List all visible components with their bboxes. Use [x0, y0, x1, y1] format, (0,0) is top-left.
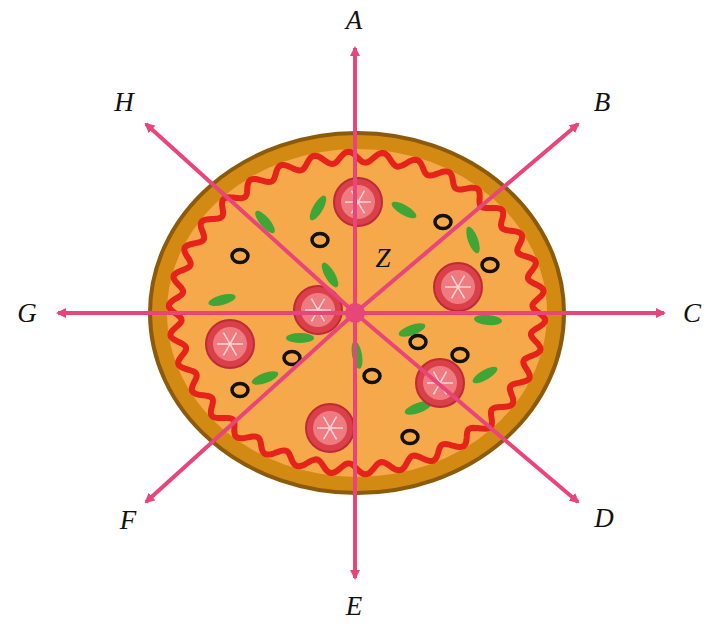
- direction-label: H: [114, 89, 134, 116]
- tomato-seed-line: [445, 286, 458, 288]
- center-label: Z: [375, 245, 390, 272]
- tomato-seed-line: [452, 287, 459, 298]
- basil-leaf: [207, 292, 237, 309]
- pointer-ray: [146, 313, 355, 502]
- basil-leaf: [464, 225, 483, 255]
- pointer-rays: [58, 48, 664, 578]
- center-dot: [345, 303, 365, 323]
- tomato-slice: [434, 263, 482, 311]
- pointer-ray: [353, 313, 357, 578]
- tomato-seed-line: [330, 417, 337, 428]
- basil-leaf: [470, 364, 499, 387]
- olive-ring: [402, 431, 418, 444]
- direction-label: C: [683, 300, 701, 327]
- tomato-seed-line: [440, 372, 447, 383]
- tomato-seed-line: [452, 276, 459, 287]
- pointer-ray: [355, 313, 578, 502]
- tomato-seed-line: [305, 309, 318, 311]
- basil-leaf: [474, 314, 503, 326]
- pointer-ray: [58, 311, 355, 315]
- direction-label: D: [594, 505, 614, 532]
- tomato-flesh: [441, 270, 475, 304]
- pointer-ray: [355, 124, 578, 313]
- tomato-seed-line: [224, 344, 231, 355]
- tomato-seed-line: [358, 191, 365, 202]
- direction-label: E: [346, 593, 363, 620]
- direction-label: B: [594, 89, 611, 116]
- basil-leaf: [389, 199, 418, 222]
- tomato-seed-line: [318, 299, 325, 310]
- pointer-ray: [146, 124, 355, 313]
- tomato-seed-line: [330, 428, 337, 439]
- olive-ring: [232, 384, 248, 397]
- tomato-seed-line: [358, 202, 365, 213]
- tomato-seed-line: [458, 276, 465, 287]
- olive-ring: [410, 336, 426, 349]
- tomato-seed-line: [330, 427, 343, 429]
- tomato-seed-line: [224, 333, 231, 344]
- tomato-seed-line: [217, 343, 230, 345]
- tomato-slice: [206, 320, 254, 368]
- tomato-seed-line: [324, 428, 331, 439]
- tomato-seed-line: [312, 299, 319, 310]
- tomato-seed-line: [318, 309, 331, 311]
- tomato-slice: [334, 178, 382, 226]
- basil-leaf: [286, 333, 314, 343]
- basil-leaf: [307, 193, 330, 222]
- tomato-seed-line: [440, 382, 453, 384]
- olive-ring: [482, 259, 498, 272]
- direction-label: G: [17, 300, 37, 327]
- tomato-flesh: [301, 293, 335, 327]
- pointer-ray: [353, 48, 357, 313]
- tomato-seed-line: [230, 333, 237, 344]
- tomato-seed-line: [324, 417, 331, 428]
- olive-ring: [435, 216, 451, 229]
- olive-ring: [364, 370, 380, 383]
- tomato-seed-line: [317, 427, 330, 429]
- tomato-seed-line: [458, 287, 465, 298]
- olive-ring: [312, 234, 328, 247]
- tomato-flesh: [341, 185, 375, 219]
- tomato-seed-line: [458, 286, 471, 288]
- tomato-seed-line: [230, 344, 237, 355]
- direction-label: F: [120, 507, 137, 534]
- direction-label: A: [346, 7, 363, 34]
- tomato-flesh: [313, 411, 347, 445]
- tomato-slice: [306, 404, 354, 452]
- pointer-ray: [355, 311, 664, 315]
- olive-ring: [452, 349, 468, 362]
- tomato-seed-line: [230, 343, 243, 345]
- tomato-flesh: [213, 327, 247, 361]
- olive-ring: [232, 250, 248, 263]
- tomato-seed-line: [358, 201, 371, 203]
